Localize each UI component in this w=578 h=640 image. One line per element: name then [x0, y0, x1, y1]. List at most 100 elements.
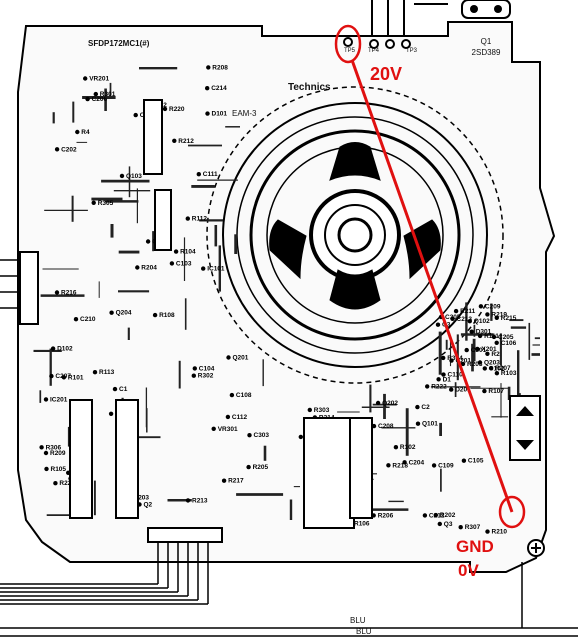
component-ref-r101: R101: [68, 374, 84, 381]
component-ref-r112: R112: [192, 216, 208, 223]
solder-pad: [461, 458, 467, 463]
solder-pad: [108, 411, 114, 416]
component-ref-r218: R218: [392, 462, 408, 469]
test-point-pads: [343, 37, 411, 49]
solder-pad: [491, 334, 497, 340]
component-ref-r206: R206: [378, 512, 394, 519]
solder-pad: [145, 239, 151, 244]
component-ref-r209: R209: [50, 450, 66, 457]
solder-pad: [109, 310, 114, 315]
component-ref-q203: Q203: [484, 360, 500, 367]
solder-pad: [162, 106, 168, 112]
component-ref-c214: C214: [211, 85, 227, 92]
solder-pad: [453, 308, 459, 314]
component-ref-vr201: VR201: [89, 76, 109, 83]
component-ref-c208: C208: [378, 423, 394, 430]
solder-pad: [477, 360, 483, 365]
solder-pad: [469, 329, 474, 334]
solder-pad: [494, 340, 499, 345]
board-model: EAM-3: [232, 109, 257, 118]
probe-line: [350, 59, 514, 513]
solder-pad: [436, 377, 441, 382]
gnd-circle-marker: [498, 495, 526, 529]
tp5-label: TP5: [344, 48, 356, 54]
component-ref-r108: R108: [159, 312, 175, 319]
solder-pad: [85, 96, 90, 102]
solder-pad: [441, 355, 446, 361]
solder-pad: [226, 355, 231, 360]
component-ref-c111: C111: [203, 171, 218, 178]
component-ref-q101: Q101: [422, 421, 438, 428]
solder-pad: [485, 529, 490, 534]
component-ref-r205: R205: [253, 464, 269, 471]
component-ref-c105: C105: [468, 458, 484, 465]
component-ref-c303: C303: [254, 432, 270, 439]
tp5-circle-marker: [334, 24, 362, 64]
component-ref-d101: D101: [212, 111, 228, 118]
component-ref-c112: C112: [232, 414, 248, 421]
component-ref-r102: R102: [400, 444, 416, 451]
solder-pad: [75, 129, 80, 135]
component-ref-c205: C205: [498, 334, 514, 341]
component-ref-r113: R113: [99, 369, 115, 376]
solder-pad: [54, 147, 60, 152]
solder-pad: [433, 512, 438, 518]
solder-pad: [206, 65, 211, 70]
component-ref-r305: R305: [98, 200, 114, 207]
solder-pad: [133, 112, 138, 118]
solder-pad: [450, 316, 455, 321]
solder-pad: [437, 521, 442, 527]
component-ref-c210: C210: [80, 316, 96, 323]
solder-pad: [43, 450, 49, 456]
component-ref-r202: R202: [440, 512, 456, 519]
component-ref-c212: C212: [429, 512, 445, 519]
component-ref-q102: Q102: [474, 318, 490, 325]
component-ref-c209: C209: [485, 303, 501, 310]
component-ref-r301: R301: [100, 91, 116, 98]
solder-pad: [191, 373, 196, 378]
solder-pad: [485, 312, 490, 317]
component-ref-r105: R105: [51, 466, 67, 473]
top-connector-wires: [371, 0, 448, 36]
component-ref-c201: C201: [456, 358, 472, 365]
solder-pad: [458, 525, 463, 530]
q1-part: 2SD389: [472, 48, 501, 57]
solder-pad: [482, 366, 487, 371]
solder-pad: [225, 414, 231, 420]
component-ref-r208: R208: [212, 64, 228, 71]
component-ref-vr301: VR301: [218, 426, 238, 433]
component-ref-q2: Q2: [144, 501, 153, 508]
component-ref-r211: R211: [460, 308, 476, 315]
solder-pad: [211, 426, 216, 431]
component-ref-r2: R2: [491, 351, 500, 358]
component-ref-r212: R212: [178, 138, 194, 145]
solder-pad: [422, 513, 428, 518]
diode-bridge-d1: [509, 395, 541, 461]
solder-pad: [61, 375, 67, 380]
component-ref-c206: C206: [92, 96, 108, 103]
component-ref-r104: R104: [180, 249, 196, 256]
component-ref-ic101: IC101: [207, 266, 225, 273]
zero-volt-label: 0V: [458, 561, 479, 580]
solder-pad: [478, 304, 484, 309]
q1-ref: Q1: [481, 37, 492, 46]
wire-label-1: BLU: [350, 616, 366, 625]
solder-pad: [44, 466, 49, 472]
component-ref-d201: D201: [455, 387, 471, 394]
solder-pad: [485, 351, 490, 356]
solder-pad: [93, 91, 99, 97]
component-ref-r304: R304: [447, 355, 463, 362]
component-ref-r220: R220: [169, 106, 185, 113]
solder-pad: [185, 216, 190, 221]
component-ref-r222: R222: [431, 383, 447, 390]
solder-pad: [83, 76, 88, 81]
component-ref-r217: R217: [228, 478, 244, 485]
bottom-connector: [0, 527, 578, 637]
component-ref-r213: R213: [192, 497, 208, 504]
solder-pad: [192, 366, 197, 371]
solder-pad: [53, 481, 58, 486]
ic-chips: [69, 99, 373, 529]
solder-pad: [247, 433, 252, 438]
component-ref-c103: C103: [176, 260, 192, 267]
